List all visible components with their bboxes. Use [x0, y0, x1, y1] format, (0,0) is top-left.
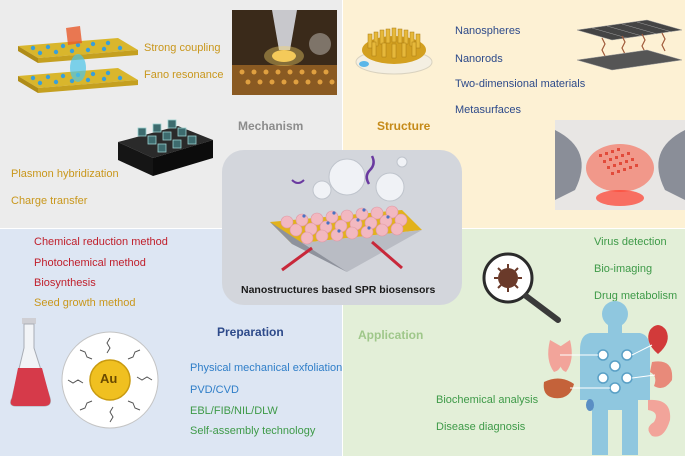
mechanism-item-charge-transfer: Charge transfer: [11, 195, 88, 207]
prep-ebl-fib: EBL/FIB/NIL/DLW: [190, 405, 278, 417]
app-bio-imaging: Bio-imaging: [594, 263, 653, 275]
mechanism-item-plasmon-hybridization: Plasmon hybridization: [11, 168, 119, 180]
metasurface-chip-icon: [555, 120, 685, 210]
prep-self-assembly: Self-assembly technology: [190, 425, 316, 437]
center-label: Nanostructures based SPR biosensors: [241, 284, 436, 296]
structure-item-metasurfaces: Metasurfaces: [455, 104, 522, 116]
magnifier-virus-icon: [482, 252, 561, 323]
preparation-heading: Preparation: [217, 325, 284, 339]
spr-sensor-chip-icon: [270, 155, 422, 272]
application-heading: Application: [358, 328, 424, 342]
nanopillar-array-icon: [118, 119, 213, 176]
structure-item-nanorods: Nanorods: [455, 53, 503, 65]
mechanism-item-strong-coupling: Strong coupling: [144, 42, 221, 54]
nanogap-antenna-icon: [232, 10, 337, 95]
prep-pvd-cvd: PVD/CVD: [190, 384, 239, 396]
au-label: Au: [100, 371, 118, 386]
human-body-organs-icon: [543, 301, 673, 455]
prep-seed-growth: Seed growth method: [34, 297, 136, 309]
mechanism-heading: Mechanism: [238, 119, 304, 133]
app-virus-detection: Virus detection: [594, 236, 667, 248]
app-biochemical-analysis: Biochemical analysis: [436, 394, 539, 406]
flask-icon: [10, 318, 51, 407]
nanorod-disk-icon: [355, 27, 433, 75]
structure-item-2d-materials: Two-dimensional materials: [455, 78, 586, 90]
app-disease-diagnosis: Disease diagnosis: [436, 421, 526, 433]
prep-photochemical: Photochemical method: [34, 257, 146, 269]
layered-lattice-icon: [18, 26, 138, 93]
structure-item-nanospheres: Nanospheres: [455, 25, 521, 37]
2d-material-sheets-icon: [576, 19, 683, 71]
prep-mechanical-exfoliation: Physical mechanical exfoliation: [190, 362, 343, 374]
structure-heading: Structure: [377, 119, 431, 133]
mechanism-item-fano-resonance: Fano resonance: [144, 69, 224, 81]
app-drug-metabolism: Drug metabolism: [594, 290, 678, 302]
au-nanoparticle-icon: [61, 331, 159, 429]
prep-biosynthesis: Biosynthesis: [34, 277, 96, 289]
prep-chemical-reduction: Chemical reduction method: [34, 236, 168, 248]
